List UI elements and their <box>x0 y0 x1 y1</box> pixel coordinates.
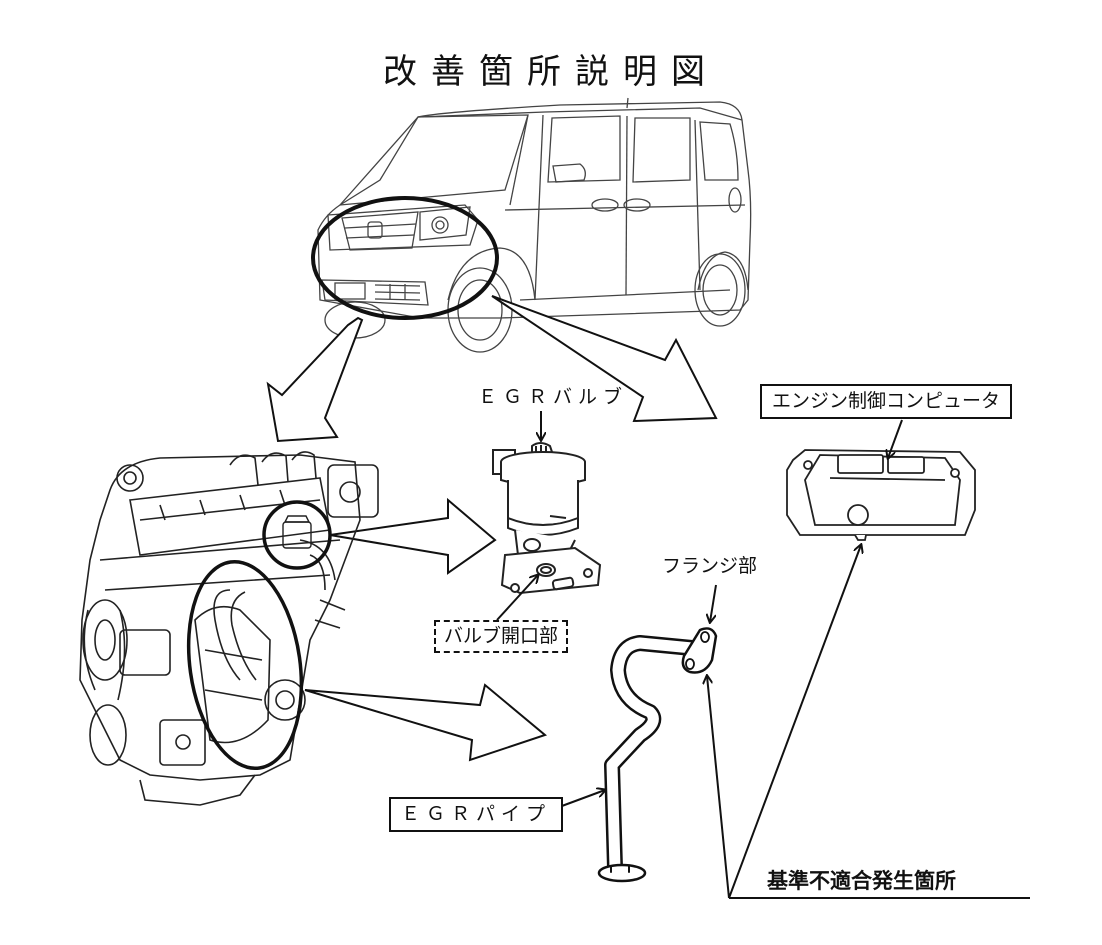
label-flange: フランジ部 <box>662 555 758 577</box>
arrow-engine-to-valve <box>329 497 497 575</box>
vehicle-highlight-circle <box>311 196 499 320</box>
pointer-nonconformity-ecu <box>728 545 861 899</box>
pointer-nonconformity-flange <box>707 676 730 899</box>
label-engine-computer: エンジン制御コンピュータ <box>760 384 1013 419</box>
arrow-engine-to-pipe <box>304 683 548 762</box>
label-nonconformity-location: 基準不適合発生箇所 <box>767 869 956 893</box>
ecu-illustration <box>786 449 976 541</box>
arrow-car-to-ecu <box>491 295 718 423</box>
zoom-arrows <box>266 295 718 762</box>
engine-egr-valve-detail <box>282 515 312 549</box>
label-egr-pipe: ＥＧＲパイプ <box>389 797 564 832</box>
arrow-car-to-engine <box>266 316 364 443</box>
egr-pipe-highlight-circle <box>186 559 304 771</box>
label-valve-opening: バルブ開口部 <box>434 620 569 653</box>
label-egr-valve: ＥＧＲバルブ <box>478 386 629 408</box>
egr-valve-illustration <box>492 442 602 595</box>
pointer-lines <box>496 411 1030 899</box>
diagram-title: 改善箇所説明図 <box>383 52 719 92</box>
pointer-flange <box>710 584 717 622</box>
engine-illustration <box>79 451 379 806</box>
egr-pipe-illustration <box>597 627 718 883</box>
egr-valve-highlight-circle <box>262 500 332 570</box>
pointer-valve-opening <box>496 575 538 621</box>
pointer-ecu-label <box>888 419 903 458</box>
